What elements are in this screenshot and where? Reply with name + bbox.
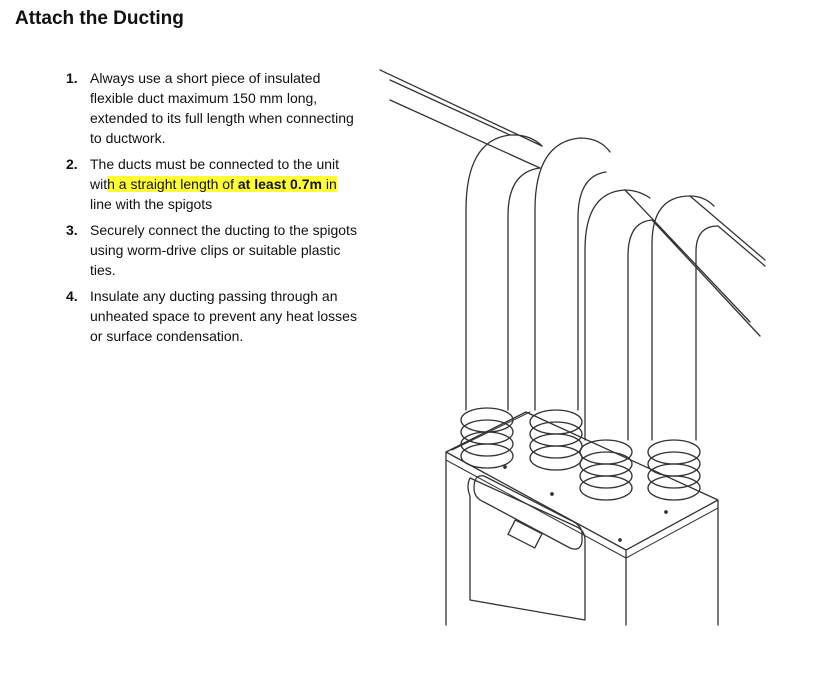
step-number: 1. [66, 70, 78, 86]
step-number: 2. [66, 156, 78, 172]
duct-3 [579, 189, 761, 501]
unit-top-edge [445, 411, 719, 559]
ducting-illustration [379, 69, 766, 626]
duct-4 [647, 195, 766, 501]
step-text: Securely connect the ducting to the spig… [90, 222, 357, 278]
step-text: Always use a short piece of insulated fl… [90, 70, 354, 146]
duct-1 [379, 69, 543, 469]
highlight-text-end: in [321, 176, 337, 192]
instruction-list: 1. Always use a short piece of insulated… [62, 68, 362, 352]
list-item: 3. Securely connect the ducting to the s… [62, 220, 362, 280]
front-panel [467, 477, 586, 621]
step-text: Insulate any ducting passing through an … [90, 288, 357, 344]
step-number: 4. [66, 288, 78, 304]
list-item: 4. Insulate any ducting passing through … [62, 286, 362, 346]
highlight-bold-text: at least 0.7m [237, 176, 322, 192]
page-title: Attach the Ducting [15, 8, 184, 29]
panel-band [473, 475, 583, 550]
duct-2 [529, 137, 611, 471]
step-text-start: The ducts must be connected to the unit … [90, 156, 340, 192]
step-number: 3. [66, 222, 78, 238]
highlighted-text: h a straight length of at least 0.7m in [107, 176, 337, 192]
list-item: 1. Always use a short piece of insulated… [62, 68, 362, 148]
unit-body [445, 411, 719, 626]
step-text-end: line with the spigots [90, 196, 213, 212]
panel-handle [507, 519, 543, 549]
highlight-text-start: h a straight length of [107, 176, 238, 192]
list-item: 2. The ducts must be connected to the un… [62, 154, 362, 214]
